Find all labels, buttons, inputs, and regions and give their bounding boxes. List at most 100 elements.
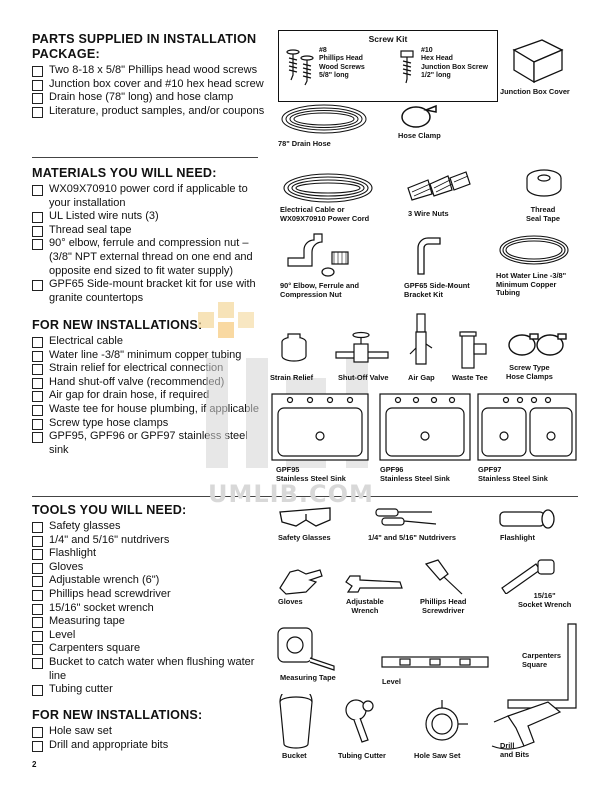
checklist-item[interactable]: Hand shut-off valve (recommended)	[32, 376, 266, 390]
gloves-caption: Gloves	[278, 597, 303, 606]
checklist-item[interactable]: GPF65 Side-mount bracket kit for use wit…	[32, 278, 266, 305]
checkbox[interactable]	[32, 350, 43, 362]
safety-glasses-caption: Safety Glasses	[278, 533, 331, 542]
checklist-item[interactable]: Drill and appropriate bits	[32, 739, 266, 753]
checkbox[interactable]	[32, 576, 43, 588]
electrical-cable-icon	[283, 173, 373, 203]
new-installations-heading: FOR NEW INSTALLATIONS:	[32, 318, 203, 332]
checkbox[interactable]	[32, 212, 43, 224]
drill-icon	[491, 701, 562, 750]
shutoff-valve-icon	[335, 331, 389, 363]
checklist-item[interactable]: Hole saw set	[32, 725, 266, 739]
junction-box-cover-caption: Junction Box Cover	[500, 87, 570, 96]
checklist-item[interactable]: Water line -3/8" minimum copper tubing	[32, 349, 266, 363]
checkbox[interactable]	[32, 562, 43, 574]
gpf97-sink-icon	[477, 393, 577, 461]
checklist-item[interactable]: Junction box cover and #10 hex head scre…	[32, 78, 266, 92]
checkbox[interactable]	[32, 225, 43, 237]
checkbox[interactable]	[32, 377, 43, 389]
checkbox[interactable]	[32, 432, 43, 444]
checkbox[interactable]	[32, 644, 43, 656]
nutdrivers-caption: 1/4" and 5/16" Nutdrivers	[368, 533, 456, 542]
checklist-item[interactable]: Gloves	[32, 561, 266, 575]
checklist-item[interactable]: 15/16" socket wrench	[32, 602, 266, 616]
checklist-item[interactable]: Electrical cable	[32, 335, 266, 349]
checklist-item[interactable]: WX09X70910 power cord if applicable to y…	[32, 183, 266, 210]
checkbox[interactable]	[32, 93, 43, 105]
hose-clamp-caption: Hose Clamp	[398, 131, 441, 140]
checklist-item[interactable]: Tubing cutter	[32, 683, 266, 697]
checklist-item[interactable]: 1/4" and 5/16" nutdrivers	[32, 534, 266, 548]
checklist-item[interactable]: GPF95, GPF96 or GPF97 stainless steel si…	[32, 430, 266, 457]
screw-kit-title: Screw Kit	[368, 34, 408, 44]
thread-seal-tape-icon	[526, 169, 562, 197]
parts-heading-2: PACKAGE:	[32, 47, 100, 61]
checkbox[interactable]	[32, 185, 43, 196]
checklist-item[interactable]: Literature, product samples, and/or coup…	[32, 105, 266, 119]
hole-saw-icon	[425, 700, 468, 741]
checkbox[interactable]	[32, 239, 43, 251]
checkbox[interactable]	[32, 603, 43, 615]
flashlight-caption: Flashlight	[500, 533, 535, 542]
checkbox[interactable]	[32, 364, 43, 376]
checkbox[interactable]	[32, 522, 43, 533]
checkbox[interactable]	[32, 589, 43, 601]
checkbox[interactable]	[32, 66, 43, 77]
tools-section: TOOLS YOU WILL NEED: Safety glasses 1/4"…	[32, 503, 266, 697]
checklist-item[interactable]: Phillips head screwdriver	[32, 588, 266, 602]
checkbox[interactable]	[32, 106, 43, 118]
junction-box-cover-icon	[512, 39, 564, 84]
checklist-item[interactable]: Air gap for drain hose, if required	[32, 389, 266, 403]
checklist-item[interactable]: Measuring tape	[32, 615, 266, 629]
checkbox[interactable]	[32, 617, 43, 629]
checkbox[interactable]	[32, 79, 43, 91]
screw-hose-clamps-icon	[508, 333, 567, 356]
checkbox[interactable]	[32, 418, 43, 430]
checkbox[interactable]	[32, 535, 43, 547]
checklist-item[interactable]: Drain hose (78" long) and hose clamp	[32, 91, 266, 105]
checkbox[interactable]	[32, 727, 43, 738]
checkbox[interactable]	[32, 337, 43, 348]
checklist-item[interactable]: Adjustable wrench (6")	[32, 574, 266, 588]
drain-hose-icon	[281, 104, 367, 134]
bucket-icon	[279, 694, 313, 749]
watermark-logo-icon	[198, 300, 268, 365]
bracket-kit-icon	[417, 237, 441, 275]
checklist-item[interactable]: Screw type hose clamps	[32, 417, 266, 431]
checkbox[interactable]	[32, 391, 43, 403]
checklist-item[interactable]: Thread seal tape	[32, 224, 266, 238]
checkbox[interactable]	[32, 740, 43, 752]
checklist-item[interactable]: Strain relief for electrical connection	[32, 362, 266, 376]
checklist-item[interactable]: Two 8-18 x 5/8" Phillips head wood screw…	[32, 64, 266, 78]
checklist-item[interactable]: 90° elbow, ferrule and compression nut –…	[32, 237, 266, 278]
checkbox[interactable]	[32, 630, 43, 642]
hose-clamp-icon	[401, 104, 437, 128]
checklist-item[interactable]: Safety glasses	[32, 520, 266, 534]
nutdrivers-icon	[375, 508, 437, 526]
tools-new-installations-section: FOR NEW INSTALLATIONS: Hole saw set Dril…	[32, 708, 266, 752]
air-gap-caption: Air Gap	[408, 373, 435, 382]
checklist-item[interactable]: Bucket to catch water when flushing wate…	[32, 656, 266, 683]
gpf95-sink-icon	[271, 393, 369, 461]
checkbox[interactable]	[32, 657, 43, 669]
checklist-item[interactable]: Flashlight	[32, 547, 266, 561]
checklist-item[interactable]: Level	[32, 629, 266, 643]
gloves-icon	[279, 569, 323, 595]
checkbox[interactable]	[32, 549, 43, 561]
checkbox[interactable]	[32, 280, 43, 292]
checkbox[interactable]	[32, 404, 43, 416]
copper-tubing-icon	[499, 235, 569, 265]
checkbox[interactable]	[32, 685, 43, 697]
checklist-item[interactable]: Carpenters square	[32, 642, 266, 656]
checklist-item[interactable]: UL Listed wire nuts (3)	[32, 210, 266, 224]
